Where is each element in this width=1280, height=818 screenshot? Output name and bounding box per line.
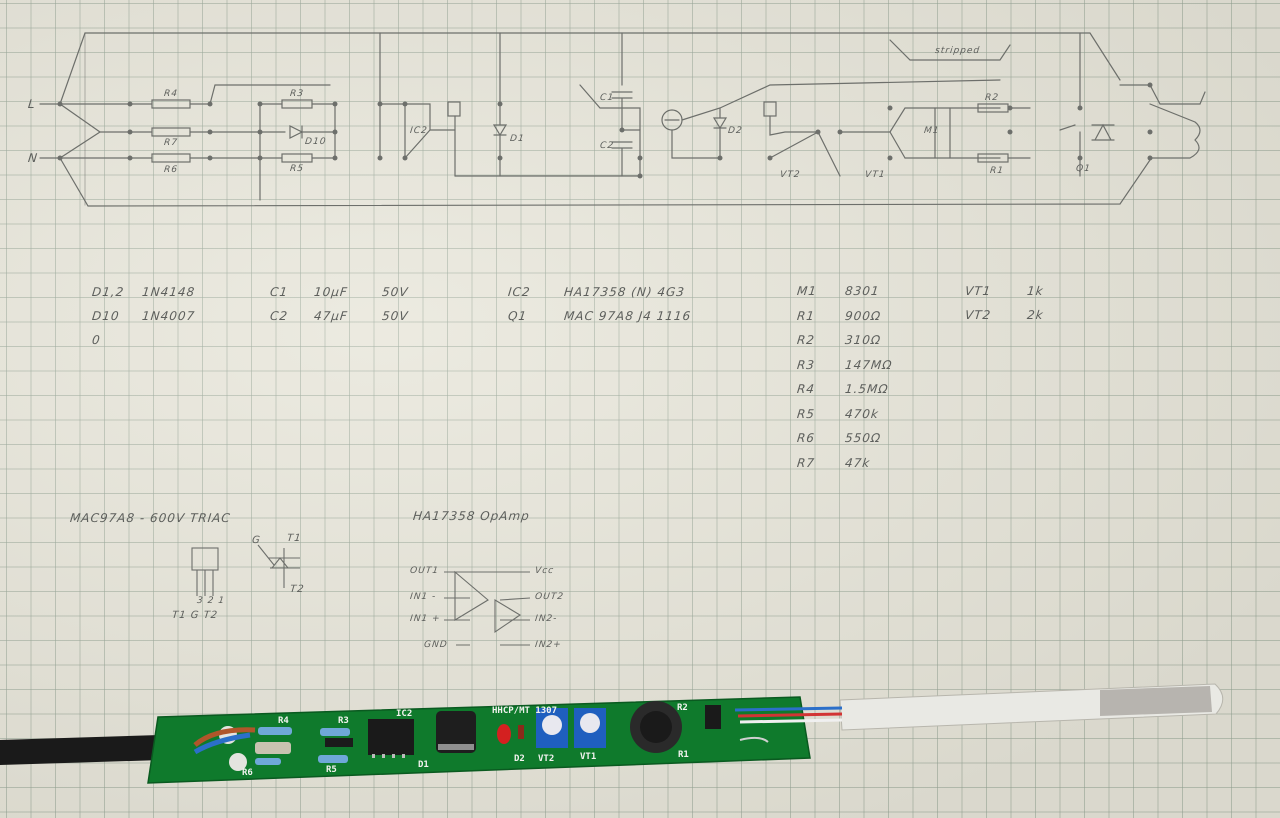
pcb-board-id: HHCP/MT 1307: [492, 706, 558, 716]
pcb-silk-r5: R5: [326, 765, 337, 775]
pcb-silk-r1: R1: [678, 750, 689, 760]
pcb-silk-vt2: VT2: [538, 754, 555, 764]
pcb-silk-r3: R3: [338, 716, 349, 726]
pcb-silk-d1: D1: [418, 760, 429, 770]
pcb-silk-d2: D2: [514, 754, 525, 764]
pcb-silk-vt1: VT1: [580, 752, 597, 762]
pcb-silk-r2: R2: [677, 703, 688, 713]
power-cable: [0, 735, 162, 765]
pcb-silk-ic2: IC2: [396, 709, 413, 719]
pcb-silk-r6: R6: [242, 768, 253, 778]
pcb-silk-r4: R4: [278, 716, 289, 726]
